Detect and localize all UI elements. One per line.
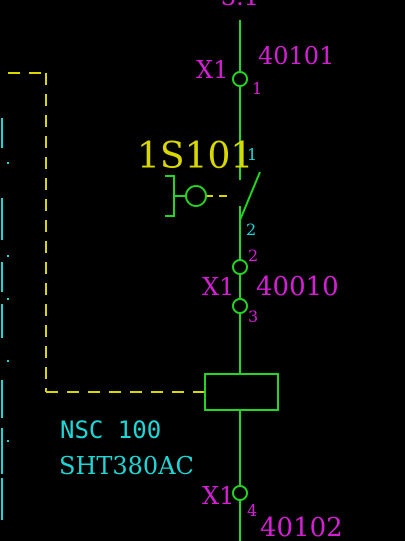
terminal-x1-4-block: X1 bbox=[202, 482, 234, 510]
push-button-head bbox=[185, 185, 207, 207]
terminal-x1-1-circle bbox=[232, 71, 248, 87]
coil-rating: SHT380AC bbox=[59, 452, 194, 480]
terminal-x1-4-pin: 4 bbox=[247, 501, 257, 520]
terminal-x1-1-wire-number: 40101 bbox=[258, 42, 334, 70]
top-page-ref: 3.1 bbox=[221, 0, 259, 11]
terminal-x1-4-wire-number: 40102 bbox=[260, 513, 343, 541]
switch-pin-bottom: 2 bbox=[246, 220, 256, 239]
terminal-x1-3-circle bbox=[232, 298, 248, 314]
coil-model: NSC 100 bbox=[60, 416, 161, 444]
terminal-x1-2-wire-number: 40010 bbox=[256, 272, 339, 302]
mechanical-link-dashed bbox=[8, 72, 230, 393]
terminals bbox=[232, 71, 248, 501]
switch-blade bbox=[239, 171, 261, 221]
switch-pin-top: 1 bbox=[247, 145, 257, 164]
switch-tag: 1S101 bbox=[137, 136, 253, 177]
terminal-x1-1-block: X1 bbox=[196, 56, 228, 84]
coil-symbol bbox=[204, 373, 279, 411]
push-button-actuator bbox=[165, 175, 175, 217]
push-button-switch bbox=[165, 171, 261, 221]
terminal-x1-2-circle bbox=[232, 259, 248, 275]
terminal-x1-4-circle bbox=[232, 485, 248, 501]
terminal-x1-2-block: X1 bbox=[202, 273, 234, 301]
terminal-x1-3-pin: 3 bbox=[248, 307, 258, 326]
terminal-x1-2-pin-top: 2 bbox=[248, 246, 258, 265]
left-border-dots bbox=[7, 162, 9, 442]
terminal-x1-1-pin: 1 bbox=[252, 79, 262, 98]
